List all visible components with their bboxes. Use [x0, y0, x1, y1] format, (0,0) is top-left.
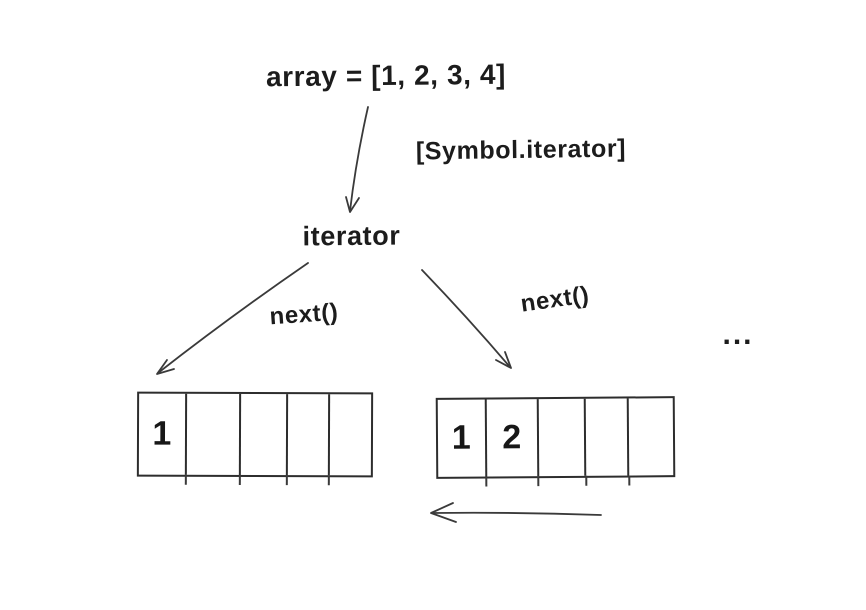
- arrow-iterator-to-right-result-icon: [421, 269, 512, 369]
- ellipsis-label: ...: [722, 318, 754, 351]
- array-cell: [186, 393, 242, 475]
- symbol-iterator-label: [Symbol.iterator]: [415, 134, 627, 166]
- arrow-shaft: [431, 511, 602, 516]
- arrow-head: [430, 502, 457, 523]
- result-array-right: 1 2: [435, 396, 676, 479]
- array-cell: [287, 394, 331, 476]
- array-cell: [538, 398, 587, 477]
- arrow-back-left-icon: [430, 502, 602, 523]
- iterator-label: iterator: [302, 220, 401, 252]
- next-call-left-label: next(): [268, 298, 340, 331]
- array-cell: 1: [138, 393, 187, 475]
- array-cell: [586, 398, 630, 476]
- arrow-head: [495, 351, 512, 369]
- result-array-left: 1: [136, 391, 374, 478]
- arrow-shaft: [421, 269, 511, 368]
- array-cell: 1: [437, 399, 487, 477]
- arrow-array-to-iterator-icon: [345, 106, 369, 213]
- array-cell: [629, 398, 673, 475]
- arrow-shaft: [349, 106, 369, 212]
- array-cell: [241, 393, 289, 476]
- array-cell: [330, 394, 371, 475]
- arrow-head: [156, 359, 175, 375]
- array-cell: 2: [486, 399, 540, 477]
- next-call-right-label: next(): [518, 281, 591, 318]
- arrow-head: [345, 196, 360, 213]
- array-expression-label: array = [1, 2, 3, 4]: [265, 58, 507, 93]
